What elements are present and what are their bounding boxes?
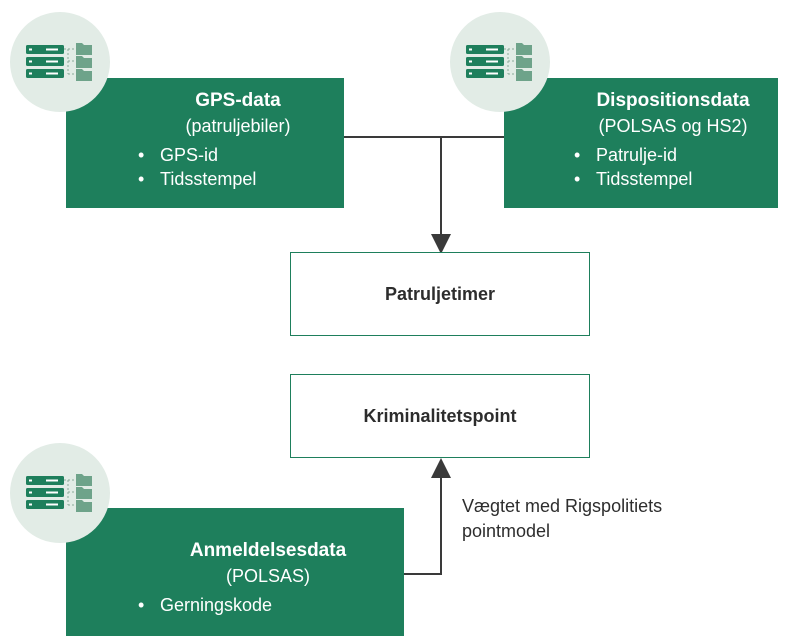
- report-data-list: Gerningskode: [132, 593, 404, 617]
- list-item: Tidsstempel: [568, 167, 778, 191]
- patrol-hours-box: Patruljetimer: [290, 252, 590, 336]
- report-data-subtitle: (POLSAS): [225, 566, 311, 586]
- server-folders-icon: [26, 43, 92, 81]
- list-item: Tidsstempel: [132, 167, 344, 191]
- server-folders-icon: [26, 474, 92, 512]
- list-item: Gerningskode: [132, 593, 404, 617]
- gps-data-subtitle: (patruljebiler): [185, 116, 291, 136]
- disposition-data-title: Dispositionsdata: [596, 90, 750, 111]
- weighting-note: Vægtet med Rigspolitiets pointmodel: [462, 494, 662, 544]
- report-data-title: Anmeldelsesdata: [189, 540, 347, 561]
- server-folders-icon: [466, 43, 532, 81]
- weighting-note-line2: pointmodel: [462, 521, 551, 541]
- gps-data-title: GPS-data: [195, 90, 281, 111]
- list-item: GPS-id: [132, 143, 344, 167]
- crime-points-label: Kriminalitetspoint: [363, 405, 517, 426]
- gps-data-box: GPS-data (patruljebiler) GPS-id Tidsstem…: [66, 78, 344, 208]
- disposition-data-box: Dispositionsdata (POLSAS og HS2) Patrulj…: [504, 78, 778, 208]
- report-data-box: Anmeldelsesdata (POLSAS) Gerningskode: [66, 508, 404, 636]
- disposition-data-list: Patrulje-id Tidsstempel: [568, 143, 778, 191]
- gps-data-list: GPS-id Tidsstempel: [132, 143, 344, 191]
- gps-database-icon-circle: [10, 12, 110, 112]
- disposition-database-icon-circle: [450, 12, 550, 112]
- report-to-crime-arrow: [404, 458, 451, 575]
- list-item: Patrulje-id: [568, 143, 778, 167]
- report-database-icon-circle: [10, 443, 110, 543]
- patrol-hours-label: Patruljetimer: [384, 283, 496, 304]
- crime-points-box: Kriminalitetspoint: [290, 374, 590, 458]
- disposition-data-subtitle: (POLSAS og HS2): [598, 116, 748, 136]
- weighting-note-line1: Vægtet med Rigspolitiets: [462, 496, 663, 516]
